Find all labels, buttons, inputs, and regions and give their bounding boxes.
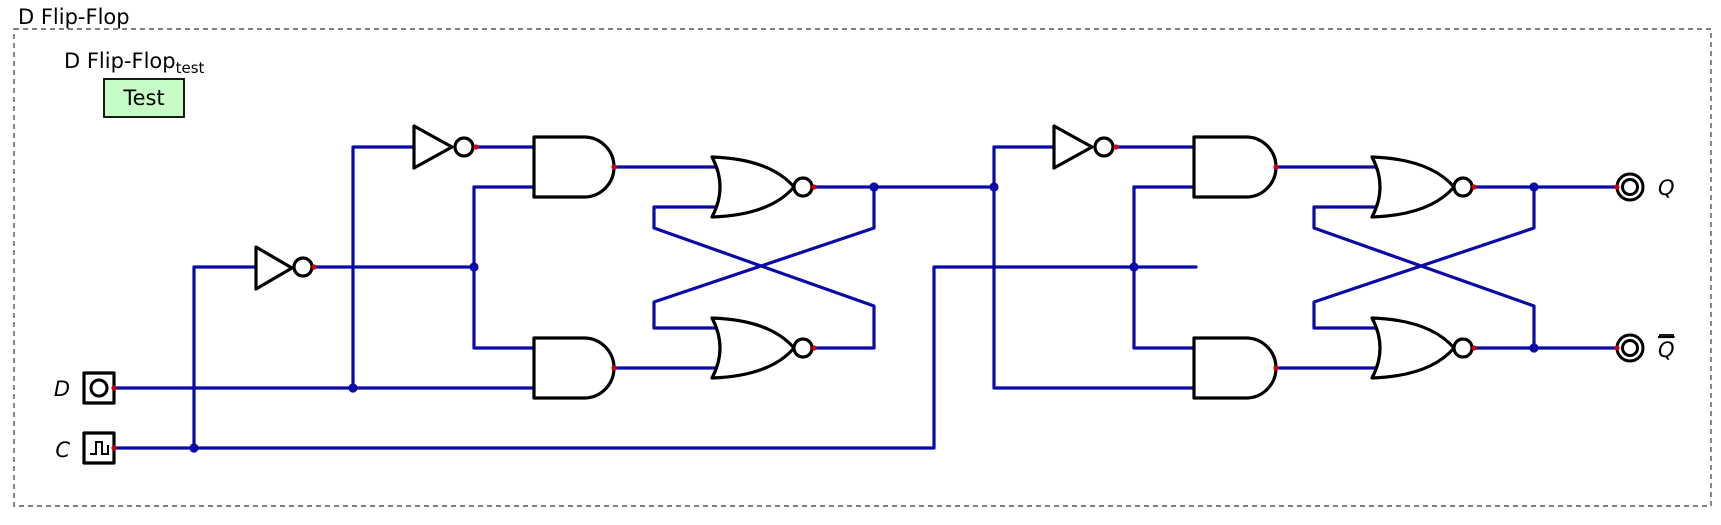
circuit-title: D Flip-Flop <box>18 5 130 29</box>
wire-clock <box>112 265 1198 450</box>
output-q-led <box>1614 172 1645 202</box>
and-gate-1 <box>532 135 617 199</box>
test-button[interactable]: Test <box>103 78 185 118</box>
output-qbar-led <box>1614 333 1645 363</box>
nor-gate-2 <box>710 316 817 380</box>
and-gate-2 <box>532 336 617 400</box>
and-gate-3 <box>1192 135 1279 199</box>
clock-input[interactable] <box>82 431 117 465</box>
junction-dot <box>989 182 999 192</box>
wire-d-to-not2 <box>351 145 416 390</box>
wires <box>112 145 1626 450</box>
wire-master-q-down <box>992 145 1198 390</box>
output-q-label: Q <box>1658 176 1675 200</box>
test-case-name: D Flip-Flop <box>64 49 176 73</box>
test-case-subscript: test <box>176 59 205 77</box>
wire-clock-to-not1 <box>192 265 258 450</box>
not-gate-stage2 <box>1052 124 1119 170</box>
junction-dot <box>1529 343 1539 353</box>
wire-latch2-cross-a <box>1312 185 1536 330</box>
not-gate-data <box>412 124 479 170</box>
nor-gate-3 <box>1370 155 1477 219</box>
input-d-toggle[interactable] <box>82 371 117 405</box>
junction-dot <box>1129 262 1139 272</box>
wire-enable-1 <box>472 185 535 350</box>
junction-dot <box>348 383 358 393</box>
wire-latch1-cross-b <box>652 205 876 350</box>
nor-gate-1 <box>710 155 817 219</box>
junction-dot <box>869 182 879 192</box>
wire-junctions <box>189 182 1539 453</box>
circuit-boundary <box>13 28 1712 507</box>
nor-gate-4 <box>1370 316 1477 380</box>
test-case-label: D Flip-Floptest <box>64 49 205 77</box>
junction-dot <box>469 262 479 272</box>
input-d-label: D <box>54 377 70 401</box>
wire-latch2-cross-b <box>1312 205 1536 350</box>
and-gate-4 <box>1192 336 1279 400</box>
not-gate-clock <box>254 245 317 291</box>
junction-dot <box>1529 182 1539 192</box>
output-qbar-label: Q <box>1658 338 1675 362</box>
wire-enable-2 <box>1132 185 1198 350</box>
wire-latch1-cross-a <box>652 185 876 330</box>
input-clock-label: C <box>55 438 70 462</box>
test-button-label: Test <box>122 86 164 110</box>
junction-dot <box>189 443 199 453</box>
